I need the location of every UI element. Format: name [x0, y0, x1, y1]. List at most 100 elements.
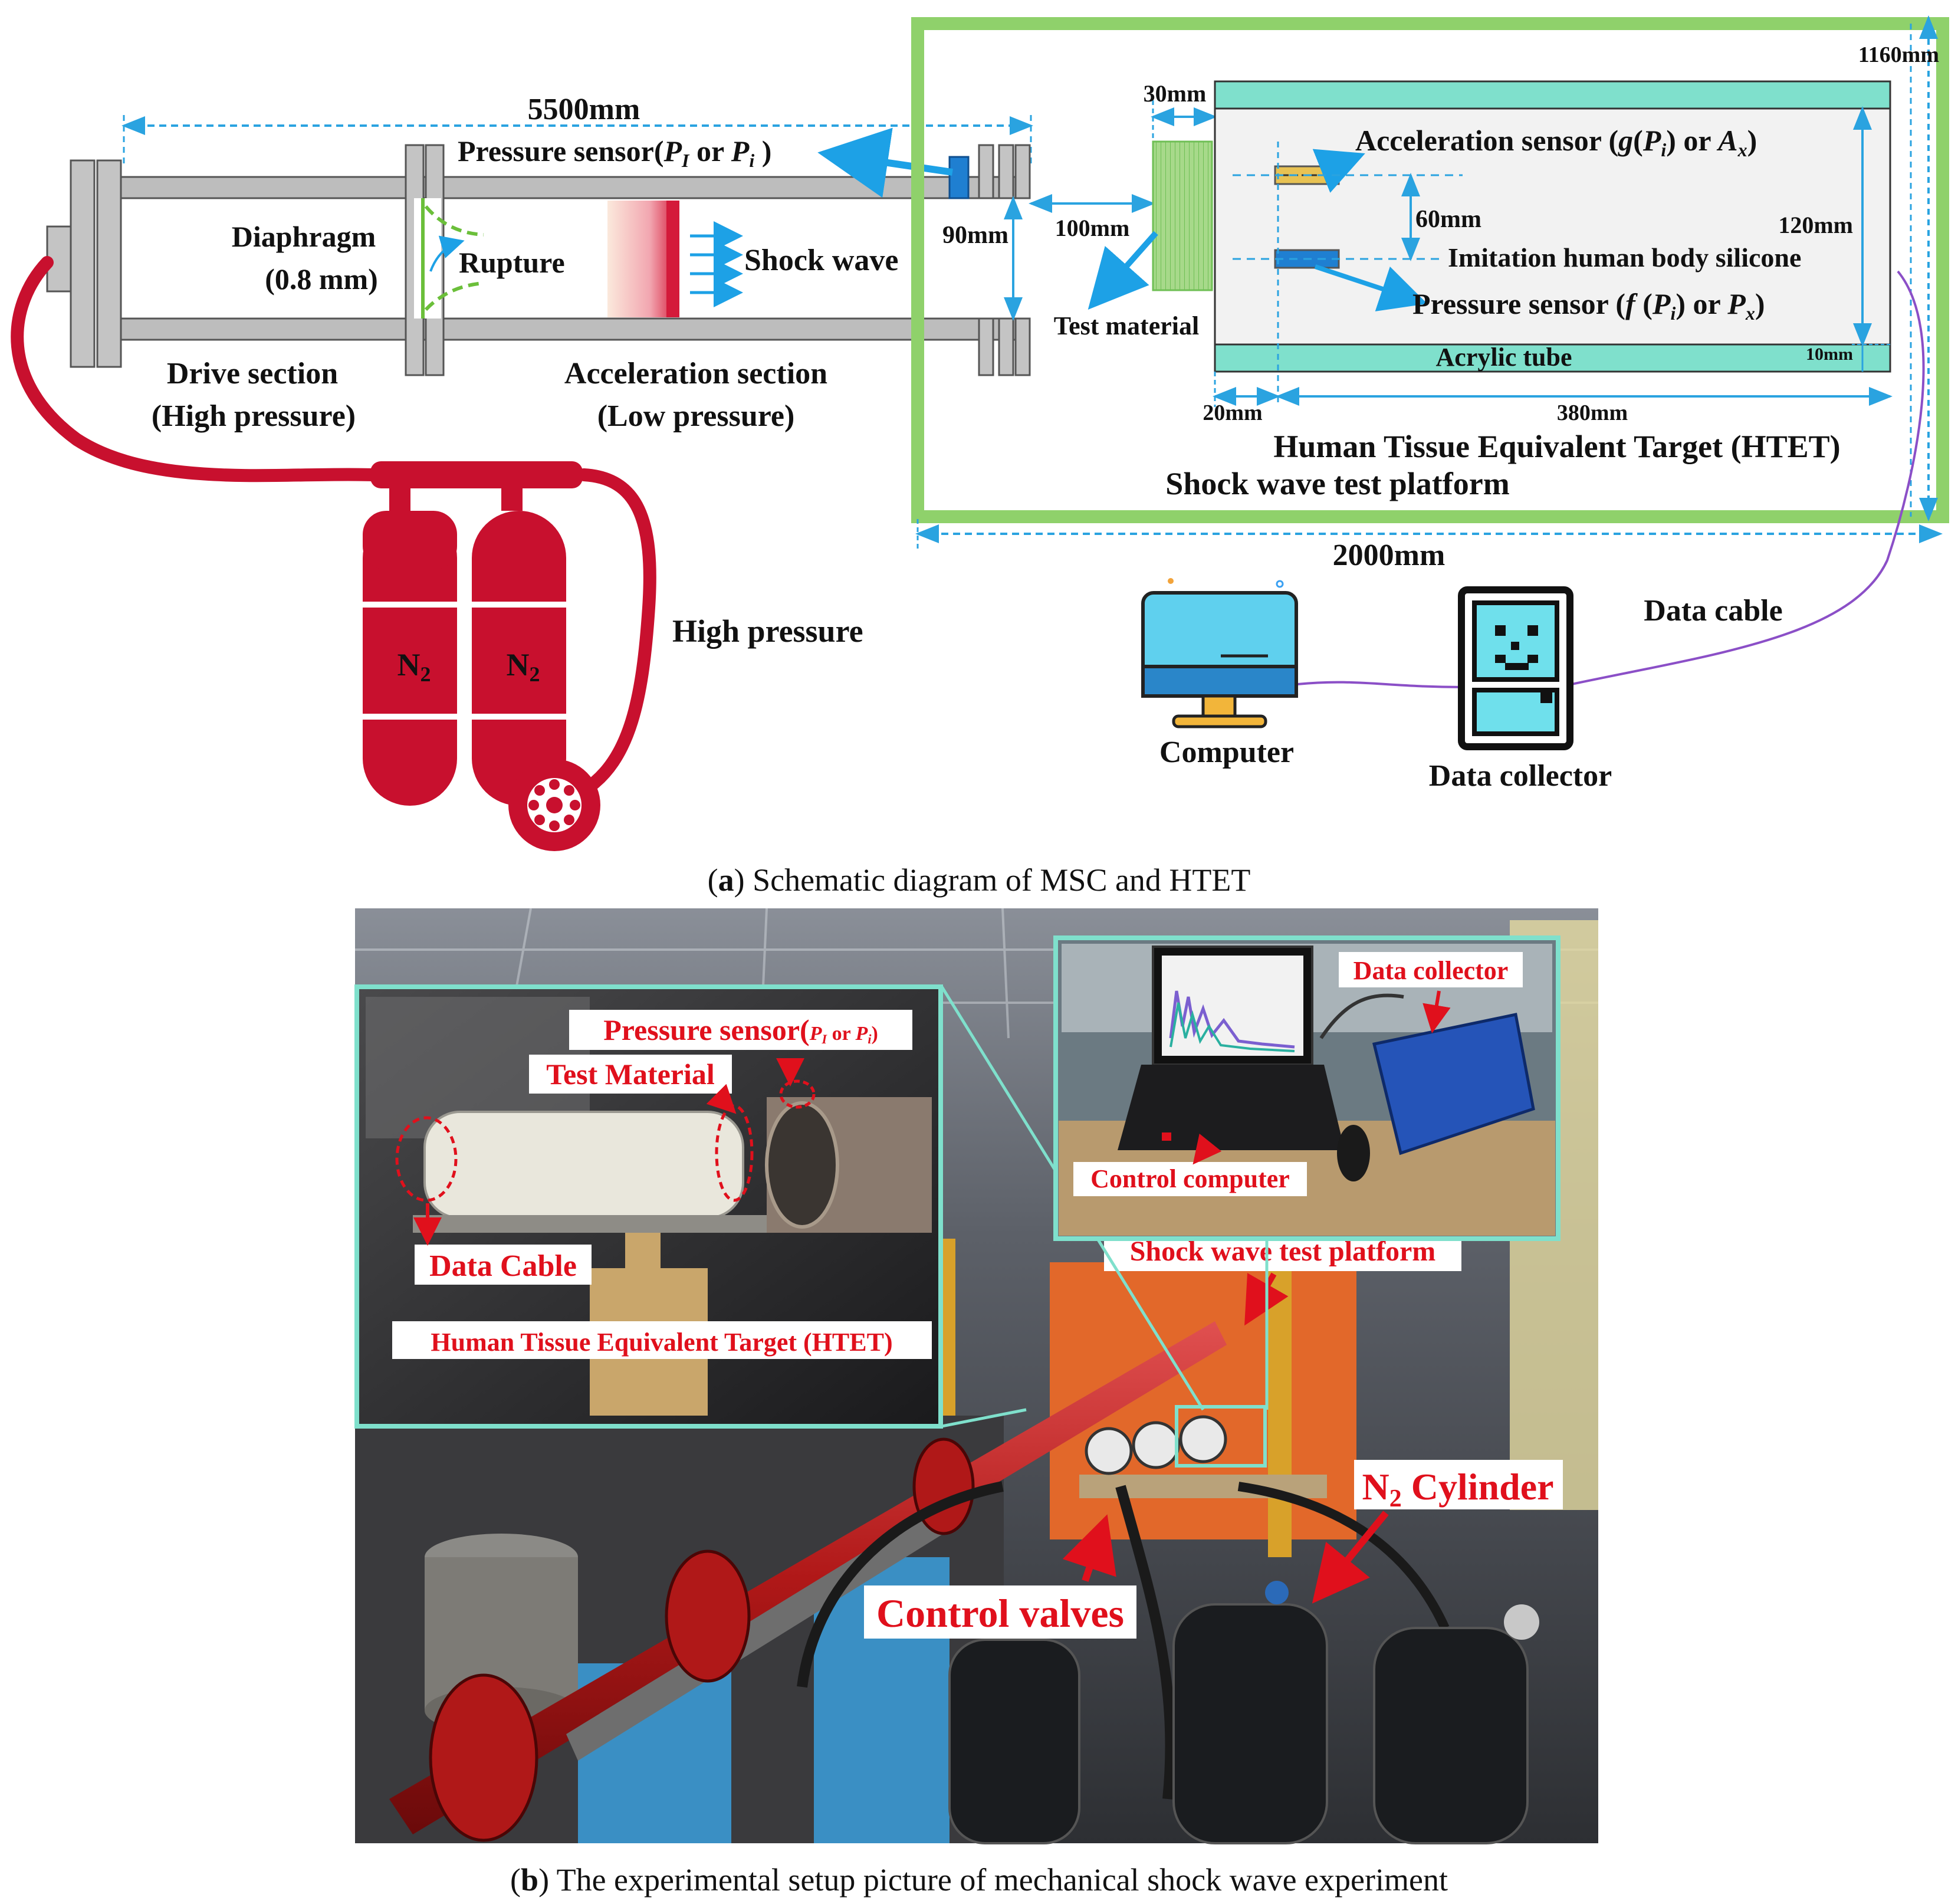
inset-control-computer-label: Control computer	[1090, 1164, 1290, 1193]
right-flange-top-2	[998, 144, 1014, 199]
htet-title: Human Tissue Equivalent Target (HTET)	[1273, 429, 1840, 464]
n2-cylinders	[948, 1581, 1539, 1844]
data-collector-box	[1372, 1013, 1535, 1155]
data-cable-left	[1297, 681, 1466, 688]
test-material-label: Test material	[1054, 311, 1199, 340]
inset-test-material-label: Test Material	[546, 1058, 715, 1091]
data-collector-icon	[1458, 586, 1573, 750]
inset-right: Data collector Control computer	[1053, 935, 1561, 1241]
inner-pressure-sensor-label: Pressure sensor (f (Pi) or Px)	[1412, 287, 1765, 324]
caption-b: (b) The experimental setup picture of me…	[510, 1862, 1448, 1898]
htet	[1214, 80, 1891, 407]
dim-left-offset-label: 20mm	[1203, 401, 1262, 425]
rupture-arrow	[429, 235, 465, 272]
computer-icon	[1141, 578, 1298, 728]
svg-text:N2 Cylinder: N2 Cylinder	[1362, 1466, 1554, 1512]
tube-upper-wall	[120, 176, 1027, 199]
mouse	[1337, 1125, 1370, 1181]
dim-platform-width-label: 2000mm	[1333, 539, 1445, 572]
right-flange-top-1	[978, 144, 994, 199]
right-flange-bottom-1	[978, 317, 994, 376]
photo-b: Shock wave test platform N2 Cylinder Con…	[354, 908, 1598, 1844]
shock-wave-label: Shock wave	[744, 244, 898, 277]
tube-pressure-sensor-label: Pressure sensor(PI or Pi )	[458, 134, 771, 171]
cylinder-right	[472, 511, 566, 806]
shock-tube	[46, 127, 1031, 376]
data-cable-highlight	[395, 1116, 458, 1202]
dim-inner-length-label: 380mm	[1557, 401, 1628, 425]
dim-gap: 100mm	[1029, 194, 1155, 241]
acrylic-tube-top	[1214, 80, 1891, 110]
inset-data-cable-label: Data Cable	[429, 1249, 577, 1283]
dim-right-side: 10mm 1160mm	[1806, 15, 1939, 521]
acceleration-section-label: Acceleration section	[564, 357, 827, 390]
diagram-a: 5500mm	[11, 15, 1949, 898]
inset-left: Pressure sensor(PI or Pi) Test Material …	[354, 984, 943, 1429]
dim-test-material-thickness-label: 30mm	[1144, 80, 1207, 107]
test-material-highlight	[715, 1104, 754, 1202]
cylinder-right-label: N2	[507, 647, 540, 686]
drive-flange-1	[70, 159, 96, 368]
accel-sensor-arrow	[1312, 149, 1365, 193]
dim-total-length-label: 5500mm	[528, 93, 640, 126]
acceleration-section-sub-label: (Low pressure)	[597, 399, 795, 433]
label-control-valves: Control valves	[864, 1514, 1136, 1639]
drive-flange-2	[96, 159, 122, 368]
dim-tube-diameter: 90mm	[942, 196, 1023, 321]
data-cable-right	[1571, 270, 1925, 685]
computer-label: Computer	[1159, 736, 1294, 769]
cylinder-left-label: N2	[397, 647, 431, 686]
gas-hose-right	[577, 468, 656, 797]
callout-line-left-2	[941, 1408, 1027, 1428]
test-material	[1152, 140, 1213, 291]
dim-platform-width: 2000mm	[915, 519, 1943, 572]
data-cable-label: Data cable	[1644, 594, 1782, 628]
high-pressure-label: High pressure	[672, 613, 863, 649]
callout-target	[1175, 1405, 1267, 1468]
dim-htet-bottom: 20mm 380mm	[1203, 372, 1893, 425]
svg-text:Control valves: Control valves	[876, 1591, 1124, 1636]
drive-section-sub-label: (High pressure)	[152, 399, 356, 433]
data-collector-label: Data collector	[1429, 759, 1612, 793]
rupture-label: Rupture	[459, 246, 565, 279]
right-flange-bottom-2	[998, 317, 1014, 376]
manifold	[370, 461, 583, 488]
dim-gap-label: 100mm	[1055, 215, 1130, 241]
sensor-pointer-arrow	[817, 127, 953, 198]
label-n2-cylinder: N2 Cylinder	[1312, 1460, 1563, 1604]
dim-test-material-thickness: 30mm	[1144, 80, 1217, 142]
silicone-label: Imitation human body silicone	[1448, 242, 1801, 273]
silicone-core	[1214, 107, 1891, 346]
laptop	[1118, 946, 1345, 1150]
test-platform-frame	[911, 17, 1949, 523]
dim-tube-diameter-label: 90mm	[942, 222, 1008, 249]
dim-total-length: 5500mm	[121, 93, 1033, 165]
platform-title: Shock wave test platform	[1165, 466, 1509, 501]
cylinder-left	[363, 511, 457, 806]
gauge-3	[1179, 1415, 1227, 1463]
inner-pressure-arrow	[1314, 264, 1428, 311]
test-material-arrow	[1088, 231, 1158, 310]
drive-section-label: Drive section	[167, 357, 338, 390]
accel-sensor-label: Acceleration sensor (g(Pi) or Ax)	[1355, 124, 1757, 160]
dim-inner-height-label: 120mm	[1778, 212, 1853, 238]
gauge-2	[1132, 1421, 1180, 1469]
htet-cylinder	[423, 1111, 744, 1219]
tube-lower-wall	[120, 317, 1027, 341]
caption-a: (a) Schematic diagram of MSC and HTET	[708, 862, 1251, 898]
gas-supply: N2 N2	[11, 256, 656, 851]
acrylic-tube-label: Acrylic tube	[1436, 343, 1572, 372]
diaphragm-thickness-label: (0.8 mm)	[265, 262, 378, 296]
dim-target-height-label: 1160mm	[1858, 42, 1939, 67]
inset-htet-label: Human Tissue Equivalent Target (HTET)	[431, 1328, 892, 1357]
inset-pressure-sensor-label: Pressure sensor(PI or Pi)	[603, 1013, 878, 1046]
dim-sensor-spacing-label: 60mm	[1415, 206, 1481, 233]
inset-data-collector-label: Data collector	[1353, 956, 1509, 985]
gas-hose-left	[11, 256, 378, 482]
diaphragm-label: Diaphragm	[232, 220, 376, 253]
acrylic-tube-bottom	[1214, 343, 1891, 373]
gauge-1	[1085, 1427, 1133, 1475]
tube-pressure-sensor	[948, 156, 970, 199]
dim-wall-thickness-label: 10mm	[1806, 344, 1853, 364]
